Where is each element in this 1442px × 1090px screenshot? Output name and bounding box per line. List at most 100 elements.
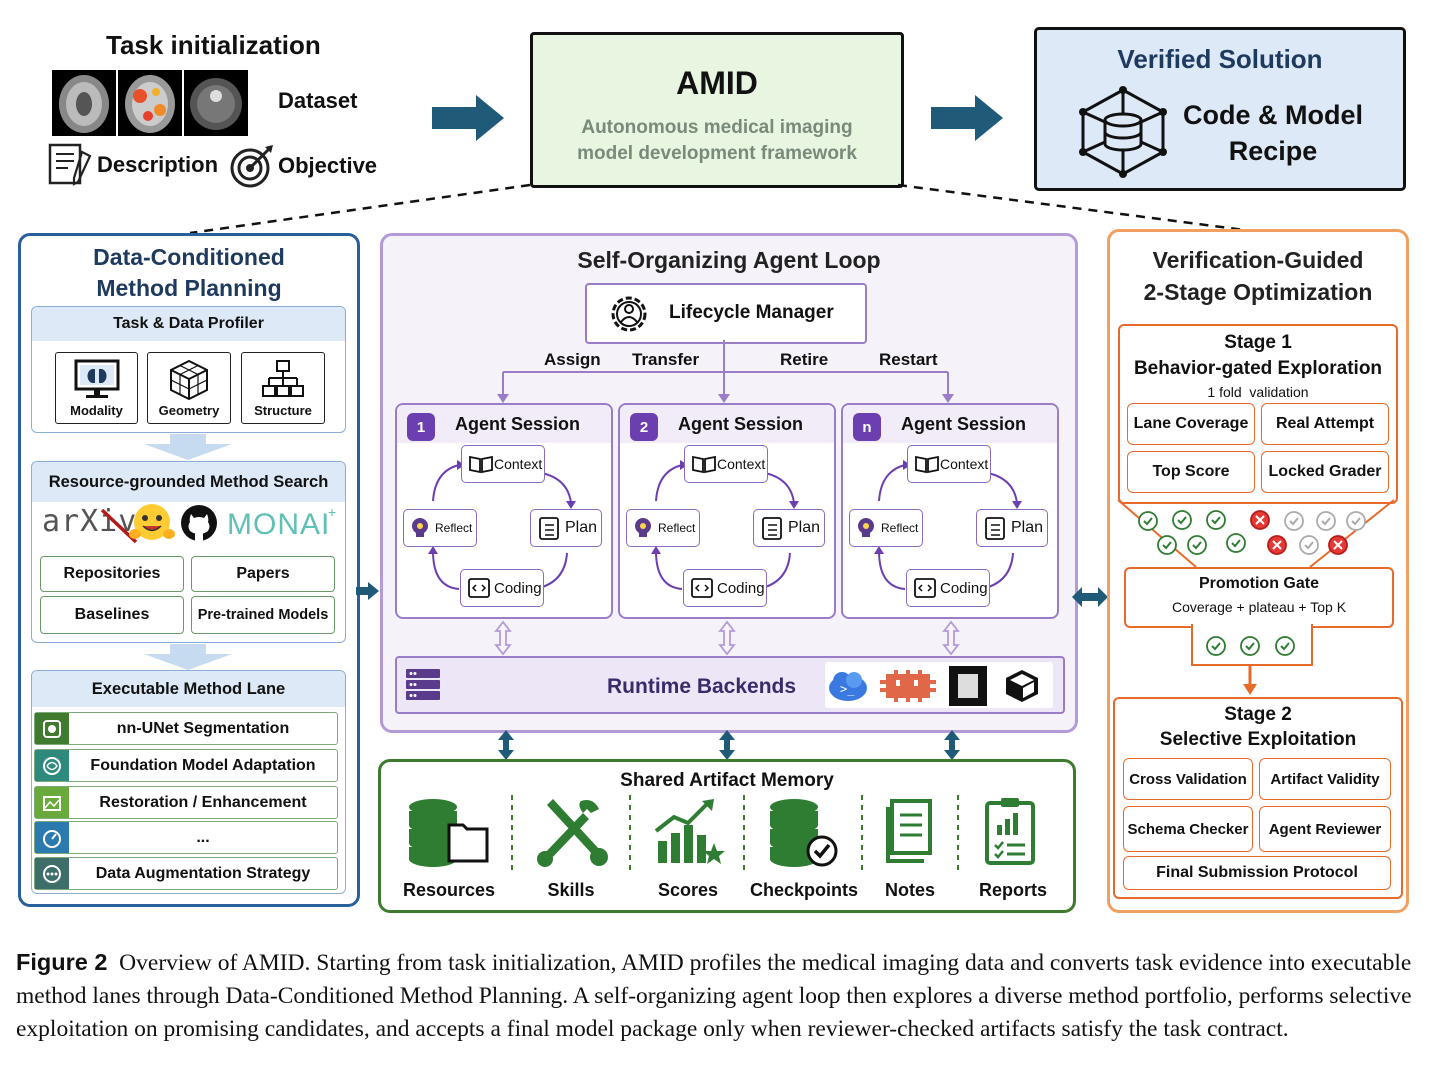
reflect-node: Reflect (403, 509, 477, 547)
arxiv-logo-text: arXiv (42, 504, 138, 539)
check-mark-icon (1138, 511, 1158, 531)
memory-checkpoints: Checkpoints (750, 795, 858, 900)
code-icon (914, 578, 936, 598)
amid-box: AMID Autonomous medical imaging model de… (530, 32, 904, 188)
task-init-title: Task initialization (106, 30, 321, 60)
geometry-card: Geometry (147, 352, 231, 424)
more-dots-icon (35, 858, 69, 889)
session-title: Agent Session (455, 414, 581, 434)
locked-grader-chip: Locked Grader (1261, 451, 1389, 493)
executable-method-lane: Executable Method Lane (31, 670, 346, 894)
plan-label: Plan (565, 519, 598, 536)
session-number: n (853, 413, 881, 441)
context-node: Context (684, 445, 768, 483)
modality-label: Modality (70, 403, 123, 418)
box-3d-icon (1006, 670, 1038, 702)
structure-label: Structure (254, 403, 312, 418)
check-mark-icon (1157, 535, 1177, 555)
monitor-lungs-icon (74, 359, 120, 398)
session-title: Agent Session (901, 414, 1027, 434)
check-mark-icon (1187, 535, 1207, 555)
pending-mark-icon (1316, 511, 1336, 531)
down-arrow-icon (144, 644, 232, 670)
agent-loop-title: Self-Organizing Agent Loop (577, 247, 881, 273)
report-clipboard-icon (985, 798, 1035, 865)
stage2-title-1: Stage 2 (1224, 704, 1292, 725)
lane-label: Foundation Model Adaptation (90, 756, 316, 774)
memory-label: Reports (978, 880, 1047, 900)
reject-mark-icon (1267, 535, 1287, 555)
arrow-down-icon (1243, 664, 1257, 695)
final-submission-chip: Final Submission Protocol (1123, 856, 1391, 890)
real-attempt-chip: Real Attempt (1261, 403, 1389, 445)
monai-plus-icon: + (328, 504, 337, 520)
reflect-label: Reflect (881, 521, 919, 535)
check-mark-icon (1206, 636, 1226, 656)
amid-title: AMID (676, 65, 758, 101)
action-restart: Restart (879, 350, 938, 369)
book-icon (469, 455, 493, 474)
image-enhance-icon (35, 787, 69, 818)
gate-title: Promotion Gate (1198, 575, 1319, 592)
figure-caption: Figure 2 Overview of AMID. Starting from… (16, 946, 1431, 1046)
runtime-label: Runtime Backends (607, 675, 797, 698)
check-mark-icon (1172, 510, 1192, 530)
repositories-chip: Repositories (40, 556, 184, 592)
left-panel-title-1: Data-Conditioned (93, 244, 285, 270)
coding-node: Coding (460, 569, 544, 607)
session-title: Agent Session (678, 414, 804, 434)
book-icon (915, 455, 939, 474)
reject-mark-icon (1250, 510, 1270, 530)
lifecycle-branches (497, 340, 954, 403)
gate-desc: Coverage + plateau + Top K (1171, 599, 1347, 615)
segmentation-icon (35, 713, 69, 744)
caption-label: Figure 2 (16, 949, 108, 975)
memory-label: Checkpoints (749, 880, 859, 900)
shared-memory-panel: Shared Artifact Memory (378, 759, 1076, 913)
funnel-shape (1117, 499, 1395, 568)
database-folder-icon (409, 799, 489, 867)
reject-mark-icon (1328, 535, 1348, 555)
arrow-right-icon (356, 582, 379, 600)
lane-label: Restoration / Enhancement (99, 793, 307, 811)
verified-line1: Code & Model (1183, 100, 1363, 130)
action-retire: Retire (780, 350, 829, 369)
lightbulb-head-icon (858, 518, 874, 537)
bidirectional-horizontal-arrow (1072, 587, 1108, 607)
lane-coverage-chip: Lane Coverage (1127, 403, 1255, 445)
coding-node: Coding (906, 569, 990, 607)
amid-subtitle-1: Autonomous medical imaging (581, 117, 853, 138)
database-check-icon (770, 799, 838, 867)
cube-grid-icon (170, 359, 208, 401)
monai-logo: MONAI (227, 508, 331, 541)
network-database-icon (1079, 86, 1167, 178)
left-panel-title-2: Method Planning (96, 275, 282, 301)
brain-network-icon (35, 750, 69, 781)
mri-thumbnails (52, 70, 248, 136)
agent-reviewer-chip: Agent Reviewer (1259, 806, 1391, 852)
plan-node: Plan (753, 509, 825, 547)
checklist-icon (985, 517, 1005, 540)
candidate-marks-svg (1138, 510, 1366, 555)
caption-text: Overview of AMID. Starting from task ini… (16, 950, 1412, 1042)
promoted-marks-svg (1206, 636, 1295, 656)
memory-bidirectional-arrows (498, 730, 960, 760)
lightbulb-head-icon (412, 518, 428, 537)
method-search-title: Resource-grounded Method Search (32, 462, 345, 502)
context-label: Context (494, 456, 543, 472)
context-label: Context (717, 456, 766, 472)
pending-mark-icon (1299, 535, 1319, 555)
coding-label: Coding (494, 579, 542, 597)
modality-card: Modality (55, 352, 138, 424)
session-number: 1 (407, 413, 435, 441)
plan-label: Plan (1011, 519, 1044, 536)
checklist-icon (539, 517, 559, 540)
plan-node: Plan (976, 509, 1048, 547)
growth-chart-icon (654, 799, 725, 864)
lane-augmentation: Data Augmentation Strategy (34, 857, 338, 890)
pretrained-models-chip: Pre-trained Models (191, 596, 335, 634)
papers-chip: Papers (191, 556, 335, 592)
huggingface-icon (129, 504, 175, 540)
